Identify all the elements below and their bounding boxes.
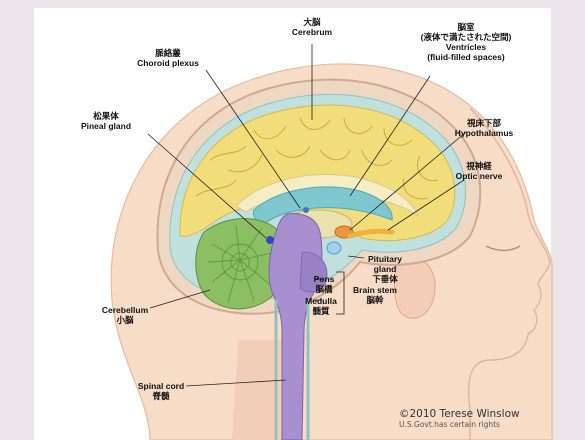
- credit-line-1: ©2010 Terese Winslow: [399, 408, 520, 420]
- label-ventricles: 脳室 (液体で満たされた空間) Ventricles (fluid-filled…: [421, 22, 512, 62]
- label-medulla: Medulla 髄質: [305, 296, 337, 316]
- choroid-plexus-shape: [303, 207, 309, 213]
- label-pituitary-gland: Pituitary gland 下垂体: [368, 254, 402, 284]
- credit-line-2: U.S.Govt.has certain rights: [399, 420, 520, 429]
- label-brain-stem: Brain stem 脳幹: [353, 285, 397, 305]
- label-cerebrum: 大脳 Cerebrum: [292, 17, 332, 37]
- copyright-credit: ©2010 Terese Winslow U.S.Govt.has certai…: [399, 408, 520, 429]
- label-pons: Pons 脳橋: [314, 274, 335, 294]
- label-cerebellum: Cerebellum 小脳: [102, 305, 148, 325]
- pineal-shape: [266, 236, 274, 244]
- pituitary-shape: [327, 242, 341, 254]
- label-optic-nerve: 視神経 Optic nerve: [456, 161, 503, 181]
- label-pineal-gland: 松果体 Pineal gland: [81, 111, 131, 131]
- label-spinal-cord: Spinal cord 脊髄: [138, 381, 184, 401]
- label-hypothalamus: 視床下部 Hypothalamus: [455, 118, 514, 138]
- label-choroid-plexus: 脈絡叢 Choroid plexus: [137, 48, 199, 68]
